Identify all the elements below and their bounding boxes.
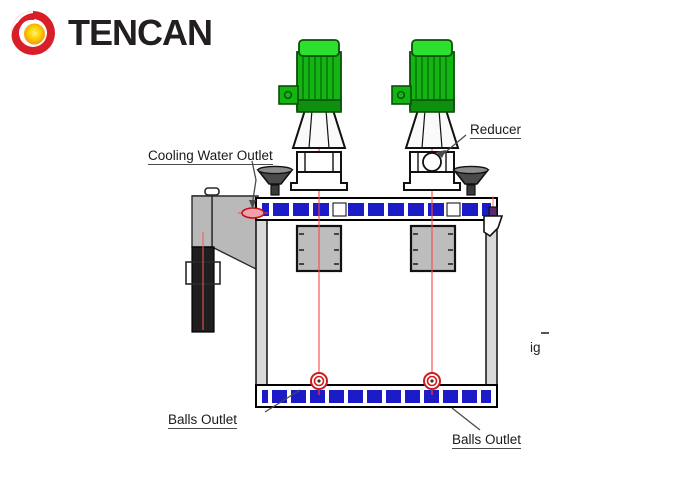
left-balls-outlet-valve	[310, 372, 328, 390]
cropped-label-dash	[541, 332, 549, 334]
cropped-label-fragment: ig	[530, 340, 541, 355]
right-vent-cap	[452, 165, 490, 196]
leader-cooling-water-outlet	[251, 160, 257, 207]
label-cooling-water-outlet: Cooling Water Outlet	[148, 148, 273, 165]
cooling-water-outlet-valve	[238, 207, 268, 219]
right-drive-assembly	[391, 39, 490, 196]
left-vent-cap	[256, 165, 294, 196]
right-inspection-panel	[409, 224, 457, 273]
left-hopper	[185, 187, 259, 333]
leader-reducer	[441, 134, 467, 156]
label-balls-outlet-right: Balls Outlet	[452, 432, 522, 449]
brand-name: TENCAN	[68, 12, 213, 53]
label-balls-outlet-left: Balls Outlet	[168, 412, 238, 429]
left-drive-assembly	[256, 39, 348, 196]
bottom-flange-band	[255, 384, 498, 408]
leader-balls-outlet-right	[451, 407, 481, 431]
right-balls-outlet-valve	[423, 372, 441, 390]
label-reducer: Reducer	[470, 122, 522, 139]
leader-balls-outlet-left	[264, 389, 301, 413]
brand-logo: TENCAN	[8, 8, 213, 58]
tencan-spiral-logo-icon	[8, 8, 58, 58]
reducer-callout-target	[422, 152, 442, 172]
leader-arrowheads	[249, 150, 446, 209]
leader-lines	[251, 134, 481, 431]
top-flange-band	[255, 197, 498, 221]
right-spout	[483, 196, 504, 238]
tank-body	[255, 204, 498, 396]
